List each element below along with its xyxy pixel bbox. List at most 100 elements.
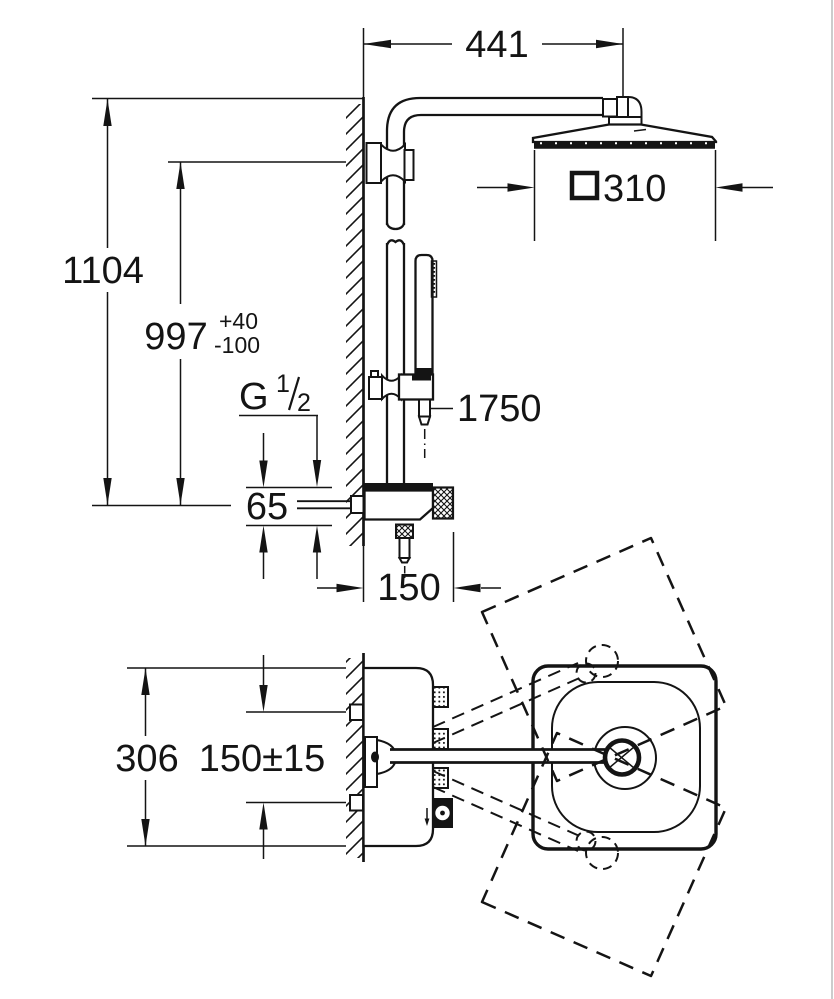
swivel-arm-line <box>432 770 585 839</box>
shower-pipe <box>385 96 603 484</box>
swivel-arm-line <box>432 675 585 744</box>
pipe-outer-edge <box>385 96 603 225</box>
temperature-knob <box>431 486 455 520</box>
swivel-square-lower <box>480 731 728 978</box>
arrowhead <box>176 162 185 189</box>
inlet-union-plan <box>349 794 364 812</box>
outlet-nut <box>395 523 414 539</box>
fitting-segment <box>602 98 618 118</box>
holder-flange <box>368 376 383 400</box>
arrowhead <box>141 668 150 695</box>
arrowhead <box>141 819 150 846</box>
dimension-441: 441 <box>363 24 623 66</box>
thread-denominator: 2 <box>297 389 311 417</box>
dimension-1104: 1104 <box>62 99 144 505</box>
dimension-310: 310 <box>477 168 773 210</box>
wand-grip-strip <box>430 260 438 298</box>
arrowhead <box>103 99 112 126</box>
arrowhead <box>715 183 743 192</box>
thread-numerator: 1 <box>276 370 290 398</box>
hose-connector-taper <box>417 415 432 426</box>
fitting-elbow <box>627 95 643 119</box>
dimension-150-side: 150 <box>317 567 501 609</box>
dimension-997: 997 +40 -100 <box>144 162 260 505</box>
swivel-ball-upper <box>585 644 619 678</box>
swivel-range-indicators <box>432 536 728 978</box>
ball-joint-detail <box>608 746 635 769</box>
arrowhead <box>363 39 391 49</box>
dimension-150-15: 150±15 <box>199 655 326 859</box>
arrowhead <box>103 478 112 505</box>
arrowhead <box>453 583 481 593</box>
arrowhead <box>176 478 185 505</box>
pipe-inner-edge <box>402 113 603 225</box>
fitting-segment <box>616 96 629 119</box>
thermostat-top-band <box>364 483 433 491</box>
arm-body-fill <box>389 750 605 762</box>
head-shower-plan <box>389 664 718 851</box>
dimension-thread-g-half: G 1 2 <box>239 370 322 487</box>
inlet-union-plan <box>349 703 364 721</box>
bracket-flange <box>365 142 382 184</box>
inlet-union <box>350 495 365 514</box>
wall-hatching <box>346 104 364 546</box>
wall-hatching <box>346 658 364 858</box>
arrowhead <box>507 183 535 192</box>
swivel-arm-line <box>432 786 579 852</box>
dim-label-306: 306 <box>115 738 178 780</box>
outlet-tip <box>397 557 412 564</box>
thread-letter: G <box>239 376 269 418</box>
dim-tolerance-plus: +40 <box>219 308 258 334</box>
arrowhead <box>259 802 268 830</box>
pipe-break-upper <box>385 222 406 231</box>
dim-label-310: 310 <box>603 168 666 210</box>
bracket-clamp <box>380 142 406 184</box>
arm-root-dot <box>371 751 379 763</box>
dimension-306: 306 <box>115 668 179 846</box>
square-symbol-icon <box>569 170 600 201</box>
diverter-knob-dot <box>440 810 445 816</box>
swivel-ball-lower <box>585 836 619 870</box>
wand-connector-band <box>415 368 433 375</box>
swivel-nut-lower <box>575 830 597 852</box>
bracket-knob <box>403 149 415 181</box>
dim-label-65: 65 <box>246 486 288 528</box>
reference-lines <box>92 28 717 602</box>
arrowhead <box>259 460 268 488</box>
thermostat-body <box>363 489 435 521</box>
outlet-nipple <box>398 537 411 559</box>
arrowhead <box>259 525 268 553</box>
arrowhead <box>596 39 623 49</box>
dim-label-997: 997 <box>144 316 207 358</box>
fraction-slash <box>287 376 301 411</box>
dim-label-441: 441 <box>465 24 528 66</box>
swivel-nut-upper <box>575 662 597 684</box>
swivel-arm-line <box>432 662 579 728</box>
head-fitting <box>602 95 643 127</box>
arrowhead <box>259 685 268 712</box>
dimension-65: 65 <box>246 433 332 579</box>
supply-inlet-stub <box>297 495 365 514</box>
thermostat-side <box>297 483 455 578</box>
holder-tab <box>370 370 379 378</box>
dim-label-150: 150 <box>377 567 440 609</box>
hand-shower-wand <box>414 253 434 377</box>
page-edge-shadow <box>831 0 833 999</box>
dim-label-1750: 1750 <box>457 388 542 430</box>
head-shower-outline <box>531 123 718 144</box>
dim-label-1104: 1104 <box>62 250 144 292</box>
top-plan-view <box>127 536 728 978</box>
dim-label-150-15: 150±15 <box>199 738 326 780</box>
hose-connector <box>418 398 431 418</box>
plan-wall-section <box>346 653 365 862</box>
hand-shower <box>414 253 438 377</box>
arrowhead <box>312 525 322 553</box>
dimension-1750: 1750 <box>430 388 542 430</box>
knob-1 <box>432 686 449 708</box>
head-detail-line <box>633 128 647 132</box>
upper-wall-bracket <box>365 142 415 184</box>
arrowhead <box>336 583 364 593</box>
dim-tolerance-minus: -100 <box>214 332 260 358</box>
